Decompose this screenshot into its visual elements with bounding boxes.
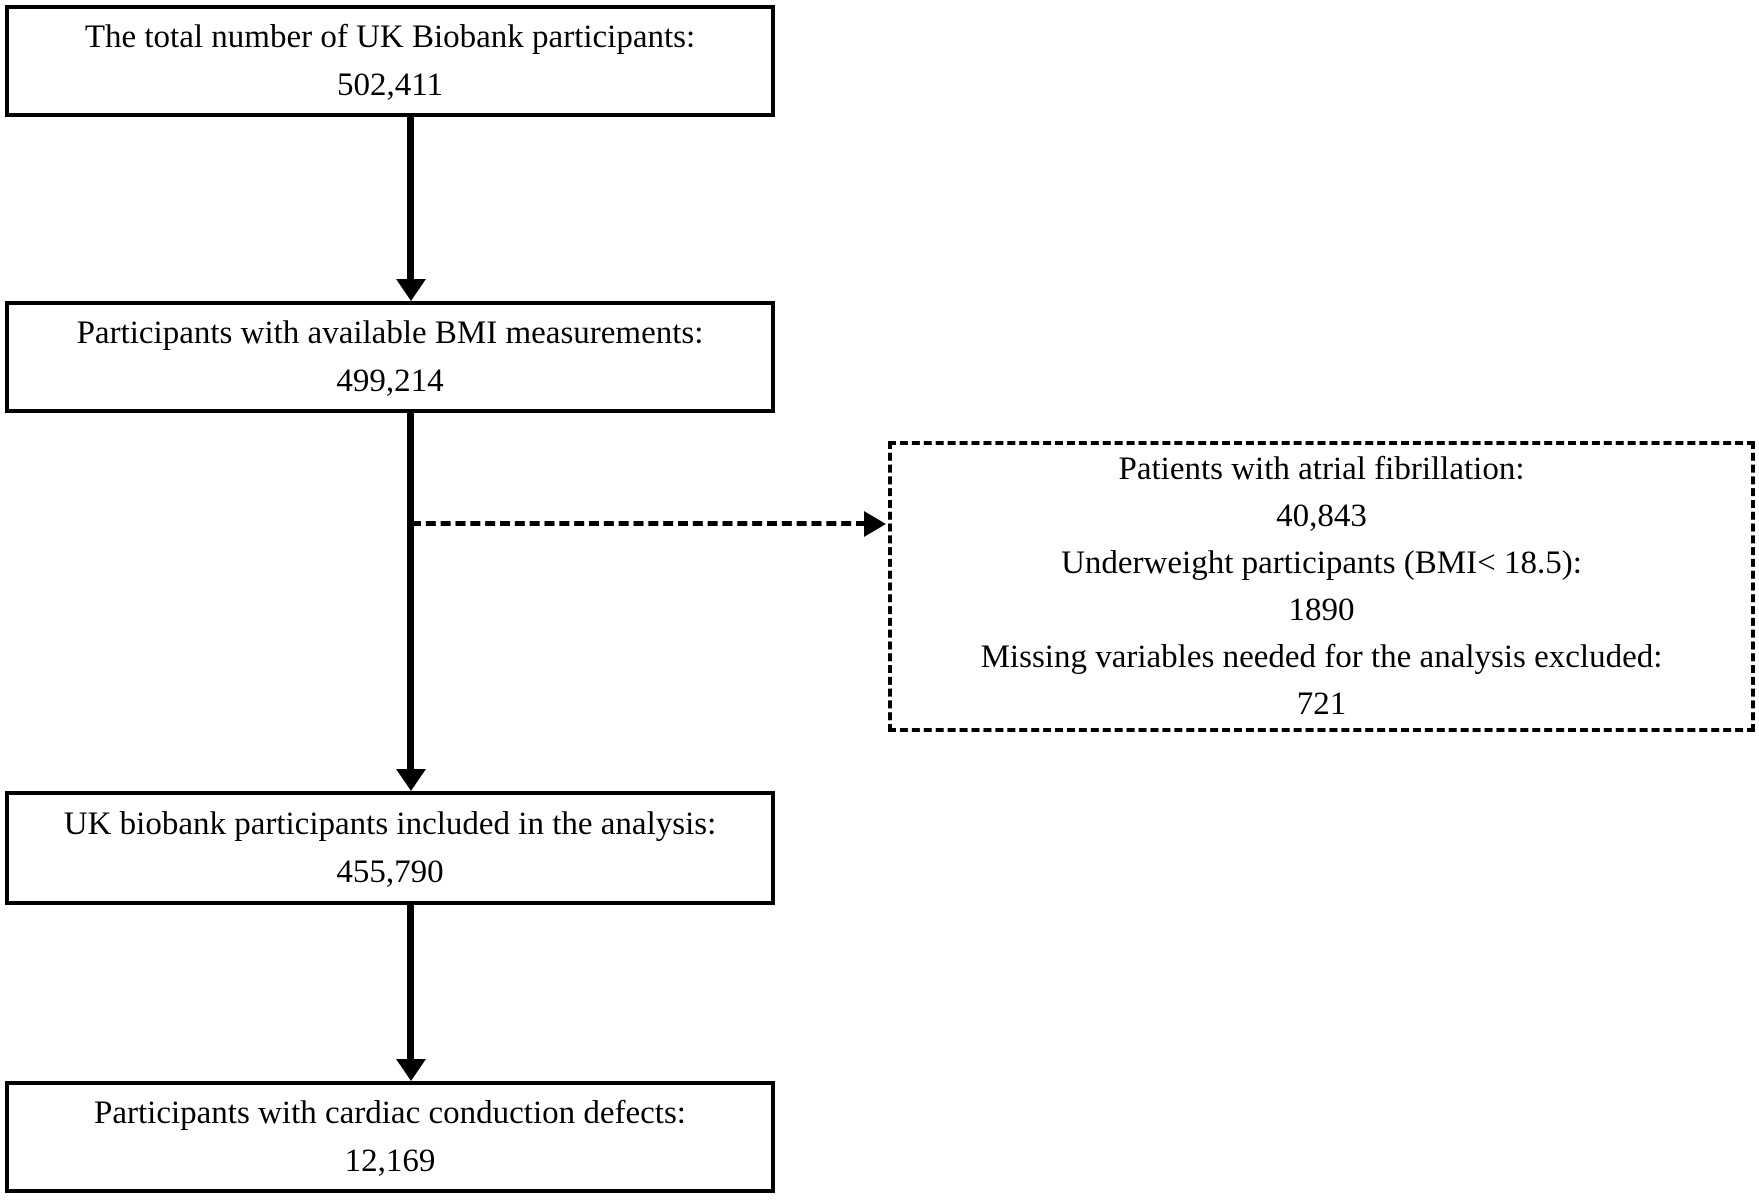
box-value: 455,790 bbox=[336, 854, 444, 890]
exclusion-label: Patients with atrial fibrillation: bbox=[1118, 450, 1525, 487]
dashed-arrow-exclusions bbox=[411, 521, 866, 526]
box-label: The total number of UK Biobank participa… bbox=[84, 19, 696, 55]
arrow-total-to-bmi bbox=[407, 115, 414, 281]
arrow-included-to-cardiac bbox=[407, 903, 414, 1061]
flow-box-bmi-measurements: Participants with available BMI measurem… bbox=[5, 301, 775, 413]
box-value: 499,214 bbox=[336, 363, 444, 399]
exclusion-value: 721 bbox=[1296, 685, 1347, 722]
flow-box-exclusions: Patients with atrial fibrillation: 40,84… bbox=[888, 441, 1755, 732]
box-label: UK biobank participants included in the … bbox=[63, 806, 717, 842]
flow-box-cardiac-defects: Participants with cardiac conduction def… bbox=[5, 1081, 775, 1193]
flow-box-included-analysis: UK biobank participants included in the … bbox=[5, 791, 775, 905]
exclusion-value: 40,843 bbox=[1276, 497, 1367, 534]
box-value: 502,411 bbox=[336, 67, 444, 103]
arrowhead-down-icon bbox=[396, 769, 426, 791]
box-value: 12,169 bbox=[344, 1143, 436, 1179]
flow-box-total-participants: The total number of UK Biobank participa… bbox=[5, 5, 775, 117]
box-label: Participants with available BMI measurem… bbox=[76, 315, 704, 351]
arrowhead-down-icon bbox=[396, 279, 426, 301]
arrow-bmi-to-included bbox=[407, 411, 414, 771]
exclusion-label: Underweight participants (BMI< 18.5): bbox=[1061, 544, 1582, 581]
arrowhead-right-icon bbox=[864, 511, 886, 537]
arrowhead-down-icon bbox=[396, 1059, 426, 1081]
box-label: Participants with cardiac conduction def… bbox=[94, 1095, 686, 1131]
exclusion-value: 1890 bbox=[1288, 591, 1355, 628]
exclusion-label: Missing variables needed for the analysi… bbox=[980, 638, 1663, 675]
